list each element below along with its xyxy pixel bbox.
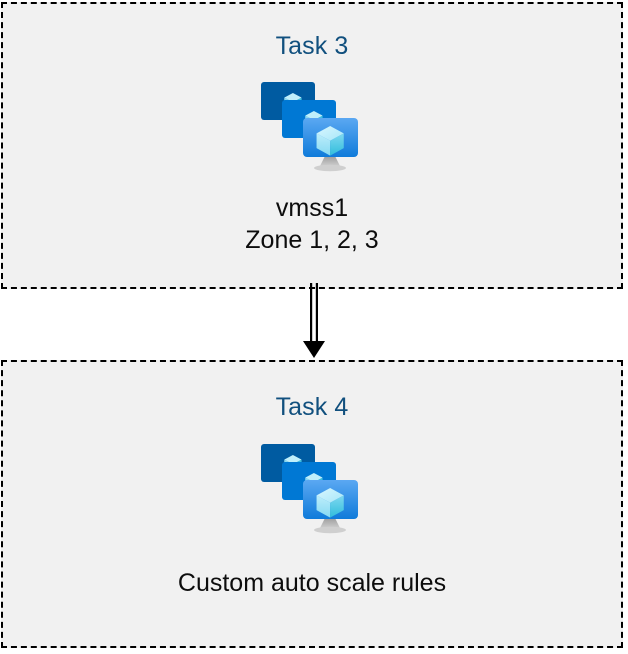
task-node-task4[interactable]: Task 4 xyxy=(1,360,623,648)
vm-scale-set-icon xyxy=(261,444,358,534)
vmss-monitor-stand xyxy=(314,518,346,534)
vmss-screen-front xyxy=(303,118,358,157)
connector-arrow-task3-to-task4 xyxy=(303,283,325,358)
task-title: Task 4 xyxy=(275,393,349,421)
vmss-monitor-stand xyxy=(314,156,346,172)
task-caption: Custom auto scale rules xyxy=(178,567,446,599)
vm-scale-set-icon xyxy=(261,82,358,172)
task-caption-line-1: Custom auto scale rules xyxy=(177,569,447,597)
task-node-task3[interactable]: Task 3 xyxy=(1,2,623,289)
task-caption: vmss1 Zone 1, 2, 3 xyxy=(245,192,378,256)
task-title: Task 3 xyxy=(275,32,349,60)
task-caption-line-2: Zone 1, 2, 3 xyxy=(245,226,379,254)
task-caption-line-1: vmss1 xyxy=(275,194,349,222)
vmss-screen-front xyxy=(303,480,358,519)
